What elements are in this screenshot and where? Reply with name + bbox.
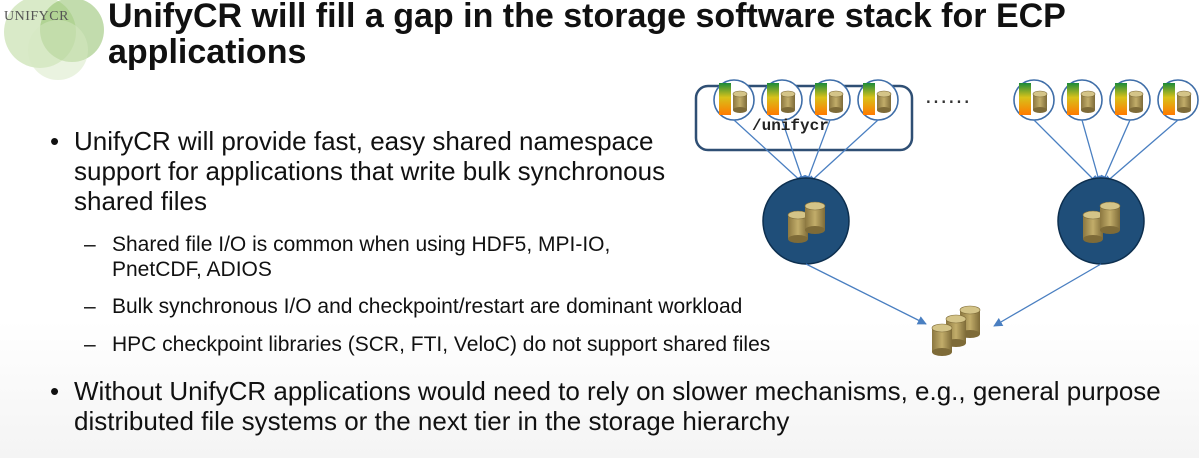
- bullet-dot: •: [50, 126, 60, 156]
- server-node-icon: [762, 177, 850, 265]
- sub-bullet-dash: –: [84, 295, 96, 318]
- storage-stack-icon: [931, 305, 981, 357]
- arrows-to-left-server: [733, 119, 879, 185]
- slide-title: UnifyCR will fill a gap in the storage s…: [108, 0, 1066, 71]
- ellipsis: ......: [925, 82, 972, 109]
- bullet-1: • UnifyCR will provide fast, easy shared…: [50, 126, 714, 216]
- unifycr-logo: UNIFYCR: [0, 0, 110, 90]
- compute-node-icon: [1014, 80, 1054, 120]
- compute-node-icon: [762, 80, 802, 120]
- compute-node-icon: [1062, 80, 1102, 120]
- bullet-1-text: UnifyCR will provide fast, easy shared n…: [74, 126, 666, 216]
- compute-node-icon: [810, 80, 850, 120]
- compute-node-icon: [858, 80, 898, 120]
- sub-bullet-dash: –: [84, 233, 96, 256]
- sub-bullet-2: – Bulk synchronous I/O and checkpoint/re…: [84, 294, 912, 319]
- bullet-dot: •: [50, 376, 60, 406]
- arrow-to-storage: [805, 263, 927, 325]
- logo-text: UNIFYCR: [4, 9, 69, 24]
- compute-node-icon: [714, 80, 754, 120]
- logo-circles-icon: [4, 0, 104, 80]
- sub-bullet-dash: –: [84, 333, 96, 356]
- bullet-2: • Without UnifyCR applications would nee…: [50, 376, 1174, 436]
- arrows-to-right-server: [1033, 119, 1179, 185]
- unifycr-namespace-box: [694, 84, 914, 152]
- compute-node-icon: [1158, 80, 1198, 120]
- sub-bullet-1-text: Shared file I/O is common when using HDF…: [112, 233, 611, 281]
- sub-bullet-3: – HPC checkpoint libraries (SCR, FTI, Ve…: [84, 332, 912, 357]
- sub-bullet-2-text: Bulk synchronous I/O and checkpoint/rest…: [112, 295, 743, 318]
- bullet-2-text: Without UnifyCR applications would need …: [74, 376, 1161, 436]
- arrow-to-storage: [993, 263, 1102, 327]
- unifycr-mount-label: /unifycr: [752, 117, 829, 135]
- sub-bullet-3-text: HPC checkpoint libraries (SCR, FTI, Velo…: [112, 333, 771, 356]
- sub-bullet-1: – Shared file I/O is common when using H…: [84, 232, 652, 282]
- compute-node-icon: [1110, 80, 1150, 120]
- server-node-icon: [1057, 177, 1145, 265]
